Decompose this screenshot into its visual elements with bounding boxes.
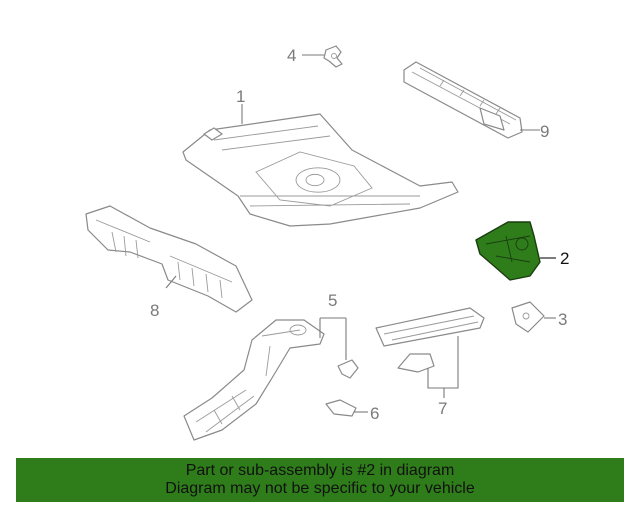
part-5-side-member[interactable] [183,319,325,441]
part-7-bracket[interactable] [397,353,435,373]
part-3-gusset[interactable] [511,301,545,333]
callout-1[interactable]: 1 [236,87,245,106]
callout-4[interactable]: 4 [287,46,296,65]
callout-5[interactable]: 5 [328,291,337,310]
banner-line-1: Part or sub-assembly is #2 in diagram [185,462,455,479]
callout-3[interactable]: 3 [558,310,567,329]
part-6-clip[interactable] [325,399,357,417]
part-2-bracket-highlighted[interactable] [475,221,541,281]
part-4-clip[interactable] [323,45,343,68]
callout-6[interactable]: 6 [370,404,379,423]
callout-7[interactable]: 7 [438,399,447,418]
callout-2[interactable]: 2 [560,249,569,268]
part-8-cross-member[interactable] [85,205,253,313]
part-5-small-bracket[interactable] [337,359,359,379]
callout-8[interactable]: 8 [150,301,159,320]
part-9-rail[interactable] [403,61,523,139]
part-1-rear-floor-pan[interactable] [182,113,459,227]
callout-9[interactable]: 9 [540,122,549,141]
part-7-lower-rail[interactable] [375,307,485,347]
info-banner: Part or sub-assembly is #2 in diagram Di… [16,458,624,502]
banner-line-2: Diagram may not be specific to your vehi… [165,480,475,497]
parts-diagram: 4 9 1 8 2 3 5 [85,45,569,441]
